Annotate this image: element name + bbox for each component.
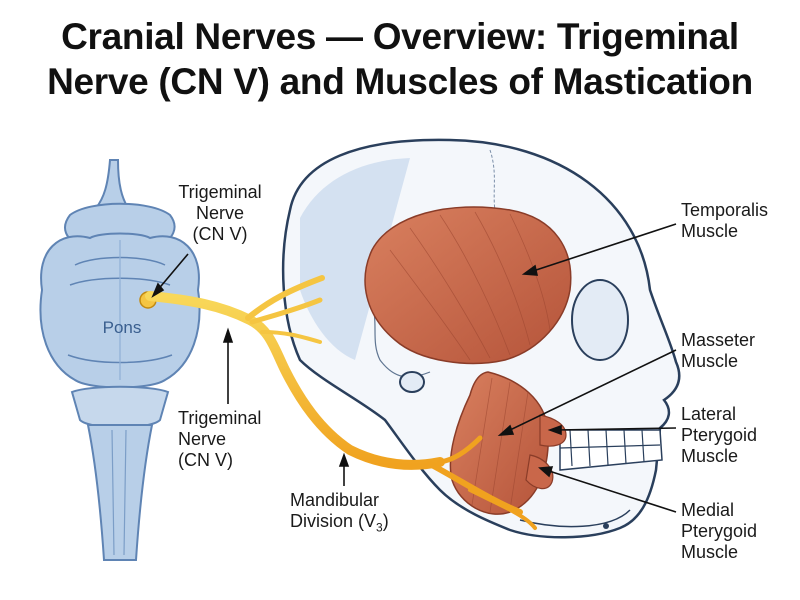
- label-text: ): [382, 511, 389, 531]
- trigeminal-nerve: [145, 275, 537, 530]
- label-line: Nerve: [195, 203, 244, 223]
- label-subscript: 3: [376, 520, 383, 535]
- pons-label: Pons: [102, 318, 142, 337]
- label-line: Pterygoid: [681, 425, 758, 445]
- medial-pterygoid-label: Medial Pterygoid Muscle: [681, 500, 757, 563]
- leader-medial-pterygoid: [545, 469, 677, 513]
- trigeminal-nerve-bottom-label: Trigeminal Nerve (CN V): [178, 408, 261, 471]
- title-line-1: Cranial Nerves — Overview: Trigeminal: [61, 16, 739, 57]
- leader-temporalis: [529, 223, 677, 273]
- mandibular-division-label: Mandibular Division (V3): [290, 490, 389, 539]
- label-line: Trigeminal: [178, 408, 262, 428]
- label-line: Pterygoid: [681, 521, 758, 541]
- label-line: (CN V): [178, 450, 233, 470]
- label-line: Masseter: [681, 330, 756, 350]
- temporalis-muscle-label: Temporalis Muscle: [681, 200, 768, 242]
- leader-lateral-pterygoid: [555, 427, 677, 431]
- title-line-2: Nerve (CN V) and Muscles of Mastication: [47, 61, 753, 102]
- diagram-title: Cranial Nerves — Overview: Trigeminal Ne…: [0, 14, 800, 104]
- label-line: (CN V): [192, 224, 248, 244]
- medulla: [86, 424, 154, 561]
- temporalis-muscle: [364, 206, 572, 365]
- label-line: Muscle: [681, 221, 739, 241]
- label-line: Division (V3): [290, 511, 389, 539]
- label-line: Lateral: [681, 404, 737, 424]
- ophthalmic-branch: [245, 275, 325, 321]
- label-line: Muscle: [681, 446, 739, 466]
- label-text: Division (V: [290, 511, 377, 531]
- leader-trigeminal-top: [155, 253, 189, 293]
- masseter-muscle-label: Masseter Muscle: [681, 330, 755, 372]
- label-line: Temporalis: [681, 200, 769, 220]
- label-line: Trigeminal: [178, 182, 262, 202]
- medial-pterygoid-muscle: [525, 454, 554, 490]
- leader-masseter: [505, 349, 677, 433]
- lateral-pterygoid-label: Lateral Pterygoid Muscle: [681, 404, 757, 467]
- label-line: Muscle: [681, 542, 739, 562]
- label-line: Medial: [681, 500, 735, 520]
- label-line: Mandibular: [290, 490, 380, 510]
- brainstem: [39, 159, 201, 561]
- trigeminal-nerve-top-label: Trigeminal Nerve (CN V): [166, 182, 274, 245]
- label-line: Nerve: [178, 429, 227, 449]
- label-line: Muscle: [681, 351, 739, 371]
